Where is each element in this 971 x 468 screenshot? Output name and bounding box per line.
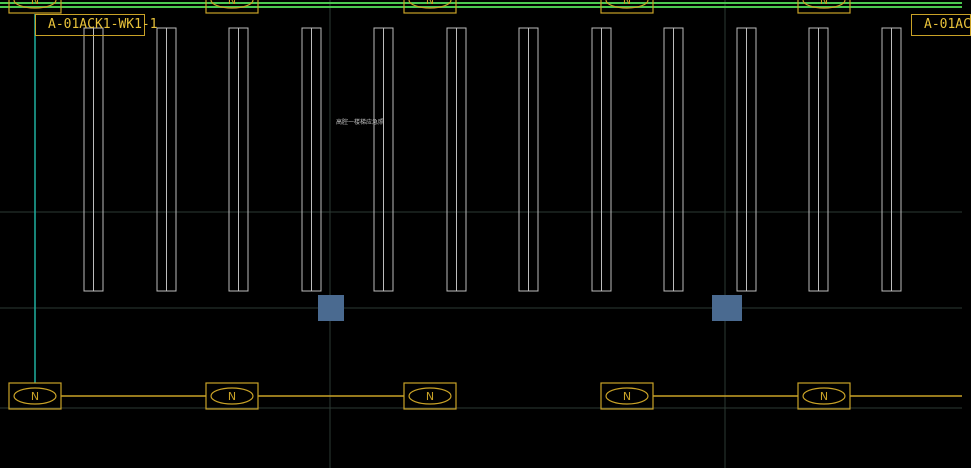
junction-box[interactable] — [712, 295, 742, 321]
node-ellipse — [605, 387, 649, 405]
neutral-node[interactable]: N — [600, 382, 654, 410]
light-fixture[interactable] — [881, 27, 902, 292]
node-label: N — [623, 0, 631, 7]
neutral-node[interactable]: N — [8, 382, 62, 410]
node-frame — [403, 382, 457, 410]
light-fixture[interactable] — [736, 27, 757, 292]
node-frame — [403, 0, 457, 14]
light-fixture[interactable] — [808, 27, 829, 292]
node-frame — [600, 0, 654, 14]
junction-box[interactable] — [318, 295, 344, 321]
top-bus-node[interactable]: N — [600, 0, 654, 14]
neutral-node[interactable]: N — [205, 382, 259, 410]
node-label: N — [228, 0, 236, 7]
light-fixture[interactable] — [446, 27, 467, 292]
top-bus-node[interactable]: N — [205, 0, 259, 14]
light-fixture[interactable] — [228, 27, 249, 292]
light-fixture[interactable] — [591, 27, 612, 292]
light-fixture-row — [83, 27, 902, 292]
neutral-node[interactable]: N — [403, 382, 457, 410]
top-bus-node[interactable]: N — [797, 0, 851, 14]
light-fixture[interactable] — [373, 27, 394, 292]
node-label: N — [820, 0, 828, 7]
fixture-annotation-text: 高腔一楼梯应急照 — [336, 119, 385, 126]
node-ellipse — [408, 387, 452, 405]
node-frame — [8, 0, 62, 14]
node-frame — [205, 382, 259, 410]
light-fixture[interactable] — [518, 27, 539, 292]
node-frame — [205, 0, 259, 14]
node-ellipse — [605, 0, 649, 9]
node-frame — [8, 382, 62, 410]
node-label: N — [623, 390, 631, 403]
node-label: N — [426, 0, 434, 7]
node-frame — [797, 0, 851, 14]
light-fixture[interactable] — [301, 27, 322, 292]
node-ellipse — [210, 387, 254, 405]
node-label: N — [820, 390, 828, 403]
circuit-tag-right[interactable]: A-01AC — [911, 14, 971, 36]
node-label: N — [31, 390, 39, 403]
neutral-node[interactable]: N — [797, 382, 851, 410]
top-bus-node[interactable]: N — [403, 0, 457, 14]
node-ellipse — [802, 0, 846, 9]
node-ellipse — [802, 387, 846, 405]
top-power-bus — [0, 2, 962, 8]
node-ellipse — [13, 0, 57, 9]
node-label: N — [228, 390, 236, 403]
light-fixture[interactable] — [156, 27, 177, 292]
node-label: N — [31, 0, 39, 7]
node-ellipse — [210, 0, 254, 9]
node-ellipse — [13, 387, 57, 405]
node-frame — [797, 382, 851, 410]
node-label: N — [426, 390, 434, 403]
node-ellipse — [408, 0, 452, 9]
light-fixture[interactable] — [663, 27, 684, 292]
circuit-tag-left[interactable]: A-01ACK1-WK1-1 — [35, 14, 158, 36]
light-fixture[interactable] — [83, 27, 104, 292]
top-bus-node[interactable]: N — [8, 0, 62, 14]
node-frame — [600, 382, 654, 410]
